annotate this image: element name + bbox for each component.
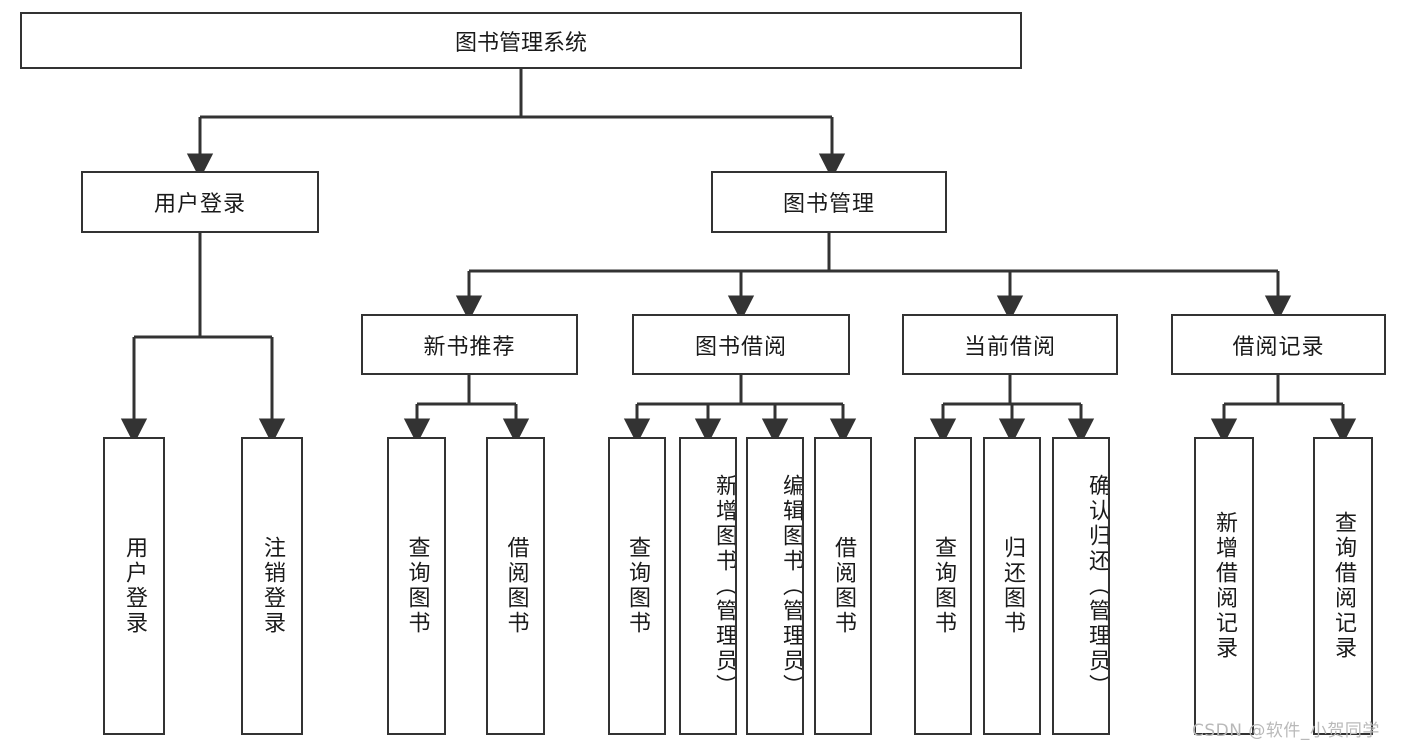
leaf-query-borrow-record-label: 查询借阅记录 — [1331, 511, 1356, 661]
leaf-query-book-recommend-label: 查询图书 — [404, 536, 430, 636]
leaf-query-borrow-record[interactable]: 查询借阅记录 — [1313, 437, 1373, 735]
leaf-edit-book-admin[interactable]: 编辑图书（管理员） — [746, 437, 804, 735]
leaf-edit-book-admin-label: 编辑图书（管理员） — [779, 473, 804, 699]
node-user-login[interactable]: 用户登录 — [81, 171, 319, 233]
leaf-return-book-label: 归还图书 — [1000, 536, 1025, 636]
node-new-book-recommend-label: 新书推荐 — [423, 334, 516, 360]
node-book-management-label: 图书管理 — [782, 192, 875, 217]
leaf-borrow-book-recommend-label: 借阅图书 — [503, 536, 529, 636]
leaf-query-book-borrow-label: 查询图书 — [625, 536, 650, 636]
node-book-borrow-label: 图书借阅 — [694, 334, 787, 360]
leaf-return-book[interactable]: 归还图书 — [983, 437, 1041, 735]
node-current-borrow-label: 当前借阅 — [963, 334, 1056, 360]
node-root-label: 图书管理系统 — [454, 30, 587, 56]
node-borrow-records-label: 借阅记录 — [1232, 334, 1325, 360]
node-book-borrow[interactable]: 图书借阅 — [632, 314, 850, 375]
leaf-user-login-label: 用户登录 — [122, 536, 147, 636]
leaf-query-book-recommend[interactable]: 查询图书 — [387, 437, 446, 735]
node-current-borrow[interactable]: 当前借阅 — [902, 314, 1118, 375]
node-root[interactable]: 图书管理系统 — [20, 12, 1022, 69]
leaf-confirm-return-admin-label: 确认归还（管理员） — [1085, 473, 1110, 699]
node-user-login-label: 用户登录 — [153, 192, 246, 217]
leaf-borrow-book-label: 借阅图书 — [831, 536, 856, 636]
leaf-add-borrow-record[interactable]: 新增借阅记录 — [1194, 437, 1254, 735]
node-borrow-records[interactable]: 借阅记录 — [1171, 314, 1386, 375]
leaf-logout-label: 注销登录 — [260, 536, 285, 636]
leaf-add-book-admin[interactable]: 新增图书（管理员） — [679, 437, 737, 735]
leaf-borrow-book-recommend[interactable]: 借阅图书 — [486, 437, 545, 735]
leaf-confirm-return-admin[interactable]: 确认归还（管理员） — [1052, 437, 1110, 735]
node-book-management[interactable]: 图书管理 — [711, 171, 947, 233]
leaf-borrow-book[interactable]: 借阅图书 — [814, 437, 872, 735]
leaf-add-borrow-record-label: 新增借阅记录 — [1212, 511, 1237, 661]
leaf-query-book-borrow[interactable]: 查询图书 — [608, 437, 666, 735]
csdn-watermark: CSDN @软件_小贺同学 — [1192, 721, 1380, 741]
leaf-add-book-admin-label: 新增图书（管理员） — [712, 473, 737, 699]
leaf-query-book-current-label: 查询图书 — [931, 536, 956, 636]
leaf-user-login[interactable]: 用户登录 — [103, 437, 165, 735]
node-new-book-recommend[interactable]: 新书推荐 — [361, 314, 578, 375]
leaf-logout[interactable]: 注销登录 — [241, 437, 303, 735]
leaf-query-book-current[interactable]: 查询图书 — [914, 437, 972, 735]
